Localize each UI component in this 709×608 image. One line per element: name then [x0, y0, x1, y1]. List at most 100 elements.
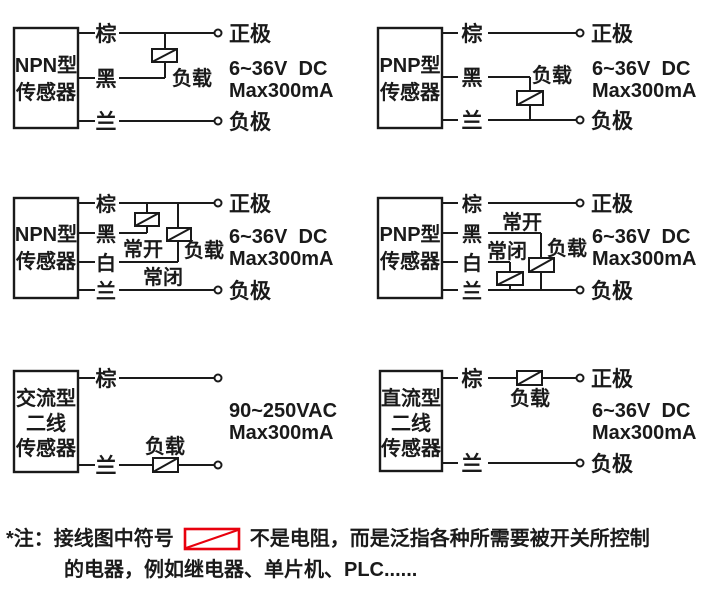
diagram-dc-2-wire: 直流型 二线 传感器 棕 负载 正极 兰 负极 6~36V DC Max300m…: [378, 367, 697, 476]
load-label: 负载: [184, 238, 224, 262]
sensor-type-label: 传感器: [15, 80, 77, 104]
terminal-dot-positive: [213, 198, 223, 208]
load-diagonal: [152, 457, 179, 473]
wire-label-brown: 棕: [96, 22, 117, 46]
negative-terminal-label: 负极: [591, 453, 634, 476]
positive-terminal-label: 正极: [591, 193, 634, 216]
wire-label-blue: 兰: [462, 452, 483, 476]
terminal-dot-positive: [575, 28, 585, 38]
load-label: 负载: [172, 66, 212, 90]
sensor-type-label: 传感器: [15, 436, 77, 460]
sensor-type-label: 传感器: [379, 80, 441, 104]
negative-terminal-label: 负极: [229, 111, 272, 134]
load-label: 负载: [532, 63, 572, 87]
diagram-npn-3-wire: NPN型 传感器 棕 黑 兰 负载 正极 负极 6~36V DC Max300m…: [12, 22, 334, 134]
wire-label-white: 白: [96, 251, 116, 275]
current-spec: Max300mA: [229, 422, 334, 444]
sensor-box: [12, 196, 80, 300]
terminal-dot-negative: [213, 116, 223, 126]
load-diagonal: [166, 227, 192, 242]
wire-label-black: 黑: [96, 68, 117, 91]
sensor-type-label: 直流型: [381, 386, 441, 410]
sensor-box: [376, 26, 444, 130]
current-spec: Max300mA: [592, 422, 697, 444]
load-diagonal: [528, 257, 555, 273]
wire-label-black: 黑: [462, 67, 483, 90]
voltage-spec: 6~36V DC: [229, 58, 327, 80]
positive-terminal-label: 正极: [229, 193, 272, 216]
footnote-line-2: 的电器，例如继电器、单片机、PLC......: [64, 558, 706, 582]
current-spec: Max300mA: [592, 80, 697, 102]
terminal-dot-positive: [213, 28, 223, 38]
footnote-suffix: 不是电阻，而是泛指各种所需要被开关所控制: [249, 528, 650, 550]
wire-label-brown: 棕: [462, 22, 483, 46]
load-diagonal: [496, 271, 524, 286]
sensor-type-label: 二线: [26, 411, 66, 435]
wire-label-blue: 兰: [462, 109, 483, 133]
wire-label-brown: 棕: [96, 192, 116, 216]
load-label: 负载: [510, 386, 550, 410]
negative-terminal-label: 负极: [229, 280, 272, 303]
sensor-box: [378, 369, 444, 473]
wire-label-blue: 兰: [96, 279, 116, 303]
sensor-type-label: NPN型: [15, 54, 77, 77]
voltage-spec: 6~36V DC: [592, 226, 690, 248]
load-diagonal: [516, 90, 544, 106]
footnote: *注：接线图中符号 不是电阻，而是泛指各种所需要被开关所控制 的电器，例如继电器…: [6, 527, 706, 582]
sensor-type-label: PNP型: [379, 223, 440, 246]
positive-terminal-label: 正极: [591, 368, 634, 391]
load-diagonal: [134, 212, 160, 227]
voltage-spec: 6~36V DC: [592, 58, 690, 80]
load-resistor-icon: [183, 527, 241, 551]
wiring-diagrams-canvas: NPN型 传感器 棕 黑 兰 负载 正极 负极 6~36V DC Max300m…: [12, 22, 697, 478]
sensor-type-label: 交流型: [16, 386, 76, 410]
positive-terminal-label: 正极: [229, 23, 272, 46]
voltage-spec: 6~36V DC: [592, 400, 690, 422]
terminal-dot: [213, 373, 223, 383]
diagram-pnp-4-wire: PNP型 传感器 棕 黑 常开 白 常闭 兰 负载 正极: [376, 192, 697, 303]
sensor-type-label: 传感器: [380, 436, 442, 460]
normally-closed-label: 常闭: [487, 240, 527, 263]
negative-terminal-label: 负极: [591, 280, 634, 303]
wire-label-black: 黑: [96, 223, 116, 246]
terminal-dot: [213, 460, 223, 470]
terminal-dot-positive: [575, 373, 585, 383]
diagram-pnp-3-wire: PNP型 传感器 棕 黑 兰 负载 正极 负极 6~36V DC Max300m…: [376, 22, 697, 133]
sensor-box: [12, 369, 80, 474]
current-spec: Max300mA: [592, 248, 697, 270]
sensor-type-label: 传感器: [15, 249, 77, 273]
terminal-dot-negative: [575, 458, 585, 468]
load-label: 负载: [145, 434, 185, 458]
sensor-type-label: 二线: [391, 411, 431, 435]
diagram-ac-2-wire: 交流型 二线 传感器 棕 兰 负载 90~250VAC Max300mA: [12, 367, 337, 478]
wire-label-brown: 棕: [462, 367, 483, 391]
wire-label-blue: 兰: [96, 110, 117, 134]
voltage-spec: 90~250VAC: [229, 400, 337, 422]
load-diagonal: [516, 370, 543, 386]
wire-label-white: 白: [462, 251, 482, 275]
terminal-dot-negative: [213, 285, 223, 295]
footnote-line2-text: 的电器，例如继电器、单片机、PLC......: [64, 559, 418, 581]
sensor-type-label: 传感器: [379, 249, 441, 273]
wire-label-black: 黑: [462, 223, 482, 246]
footnote-line-1: *注：接线图中符号 不是电阻，而是泛指各种所需要被开关所控制: [6, 527, 706, 551]
wire-label-blue: 兰: [462, 279, 482, 303]
sensor-type-label: NPN型: [15, 223, 77, 246]
diagram-npn-4-wire: NPN型 传感器 棕 黑 白 兰 常开 负载 常闭 正极: [12, 192, 334, 303]
wire-label-brown: 棕: [462, 192, 482, 216]
footnote-prefix: *注：接线图中符号: [6, 528, 174, 550]
sensor-box: [12, 26, 80, 130]
current-spec: Max300mA: [229, 80, 334, 102]
terminal-dot-positive: [575, 198, 585, 208]
normally-closed-label: 常闭: [143, 266, 183, 289]
wire-label-blue: 兰: [96, 454, 117, 478]
current-spec: Max300mA: [229, 248, 334, 270]
load-label: 负载: [547, 236, 587, 260]
normally-open-label: 常开: [123, 238, 163, 261]
negative-terminal-label: 负极: [591, 110, 634, 133]
sensor-type-label: PNP型: [379, 54, 440, 77]
terminal-dot-negative: [575, 115, 585, 125]
wire-label-brown: 棕: [96, 367, 117, 391]
sensor-box: [376, 196, 444, 300]
